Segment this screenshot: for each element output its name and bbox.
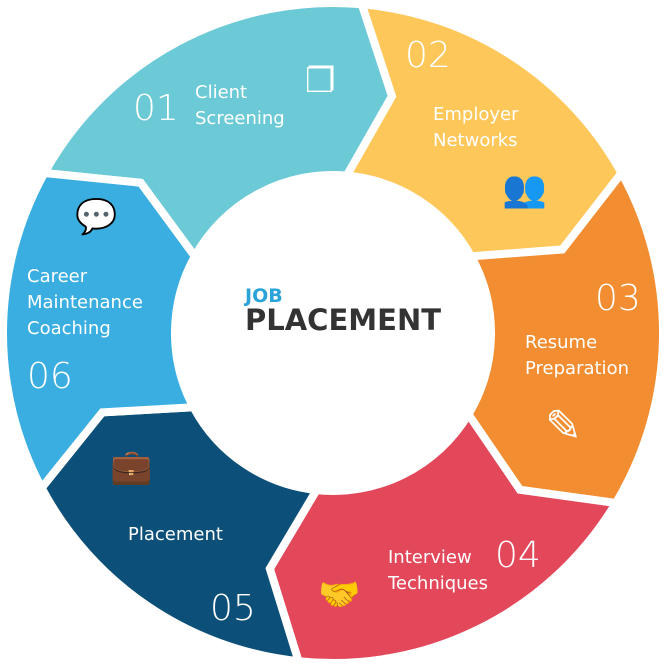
step-03-label-line1: Resume [525,332,598,353]
step-06-label-line1: Career [27,266,88,287]
step-06-number: 06 [27,356,73,397]
chat-bubbles-icon: 💬 [75,197,118,237]
step-01-label-line1: Client [195,82,248,103]
step-01-label-line2: Screening [195,108,285,129]
center-circle [175,175,491,491]
step-05-label: Placement [128,524,223,545]
step-05-number: 05 [210,588,256,629]
center-title: JOB PLACEMENT [245,285,441,337]
step-02-number: 02 [405,35,451,76]
people-icon: 👥 [502,169,547,210]
step-01-number: 01 [133,88,179,129]
center-title-line2: PLACEMENT [245,303,441,337]
step-04-label-line1: Interview [388,547,472,568]
briefcase-icon: 💼 [110,447,153,487]
step-04-label-line2: Techniques [388,573,489,594]
step-06-label-line2: Maintenance [27,292,143,313]
step-02-label-line2: Networks [433,130,518,151]
step-06-label-line3: Coaching [27,318,111,339]
step-02-label-line1: Employer [433,104,519,125]
documents-icon: ❐ [305,61,336,101]
document-edit-icon: ✎ [545,401,582,452]
step-03-number: 03 [595,278,641,319]
step-03-label-line2: Preparation [525,358,629,379]
step-04-number: 04 [495,535,541,576]
handshake-icon: 🤝 [318,575,361,615]
center-title-line1: JOB [245,285,283,307]
